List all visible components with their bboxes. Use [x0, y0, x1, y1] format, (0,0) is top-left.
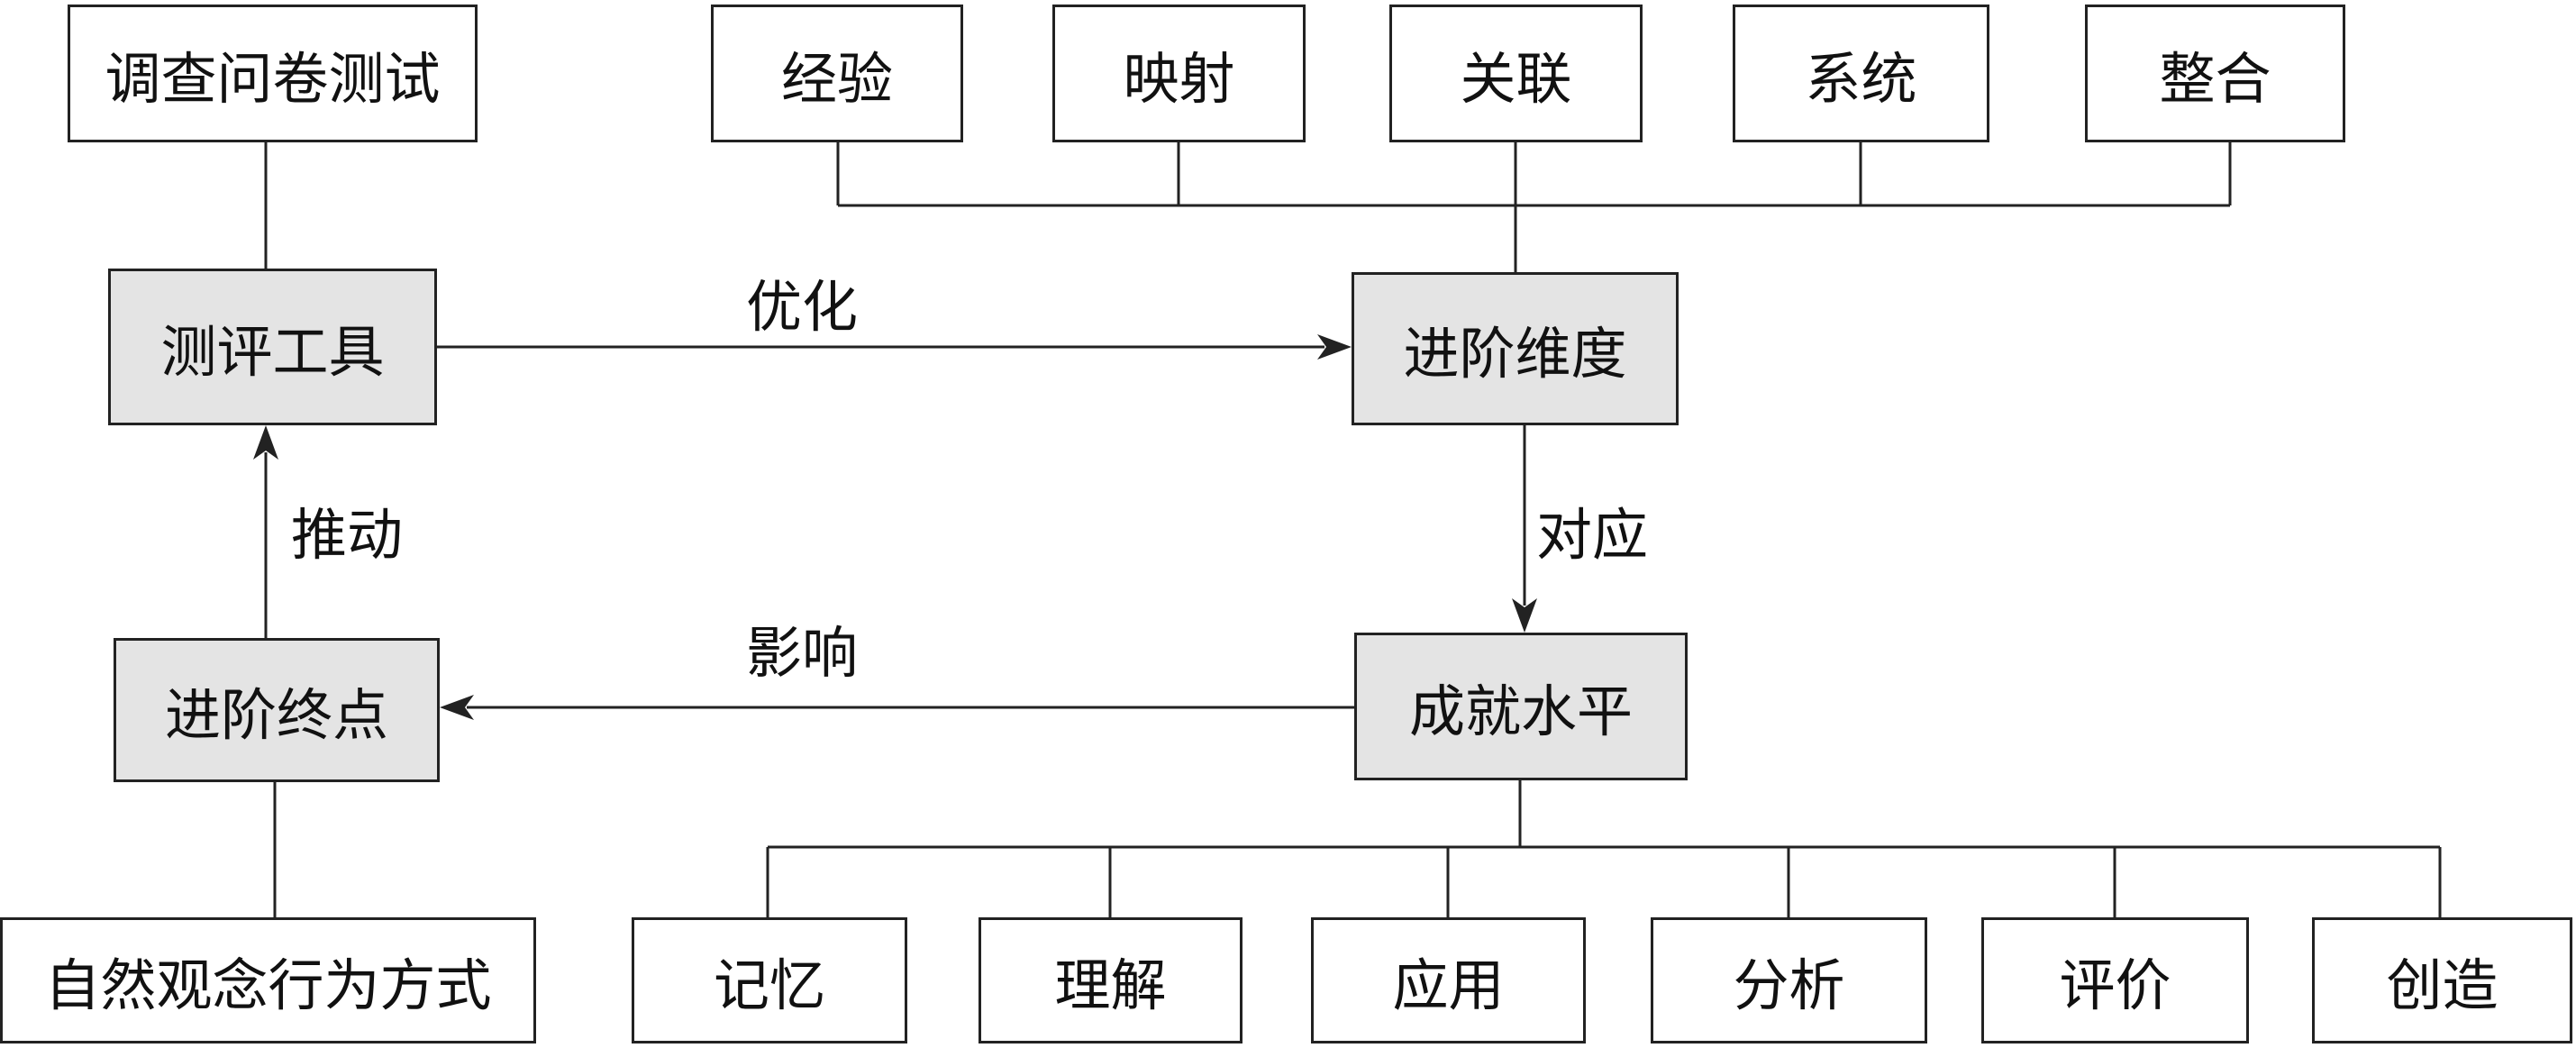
- survey-test-label: 调查问卷测试: [105, 45, 441, 112]
- progression-endpoint-label: 进阶终点: [164, 682, 388, 748]
- dimension-item-label: 映射: [1123, 45, 1235, 112]
- dimension-item-box: 映射: [1052, 5, 1306, 142]
- achievement-item-label: 评价: [2059, 952, 2171, 1018]
- achievement-item-label: 应用: [1392, 952, 1505, 1018]
- progression-dimension-box: 进阶维度: [1352, 272, 1679, 425]
- achievement-item-box: 理解: [979, 917, 1242, 1043]
- correspond-arrow-label: 对应: [1536, 502, 1649, 568]
- dimension-item-label: 系统: [1805, 45, 1917, 112]
- dimension-item-box: 系统: [1733, 5, 1989, 142]
- achievement-item-box: 记忆: [632, 917, 907, 1043]
- achievement-item-box: 分析: [1651, 917, 1927, 1043]
- arrow-influence-head: [440, 695, 474, 720]
- achievement-level-label: 成就水平: [1408, 679, 1633, 744]
- achievement-item-label: 理解: [1054, 952, 1167, 1018]
- dimension-item-label: 整合: [2159, 45, 2271, 112]
- natural-concepts-box: 自然观念行为方式: [0, 917, 536, 1043]
- arrow-drive-head: [253, 425, 278, 460]
- dimension-item-label: 关联: [1460, 45, 1572, 112]
- progression-endpoint-box: 进阶终点: [114, 638, 440, 782]
- achievement-item-label: 创造: [2386, 952, 2499, 1018]
- dimension-item-box: 关联: [1389, 5, 1643, 142]
- achievement-item-label: 分析: [1733, 952, 1845, 1018]
- arrow-correspond-head: [1512, 598, 1537, 633]
- assessment-tool-label: 测评工具: [160, 319, 385, 385]
- natural-concepts-label: 自然观念行为方式: [44, 952, 492, 1018]
- drive-arrow-label: 推动: [291, 502, 404, 568]
- progression-dimension-label: 进阶维度: [1403, 321, 1627, 387]
- assessment-tool-box: 测评工具: [108, 269, 437, 425]
- arrow-optimize-head: [1317, 334, 1352, 360]
- achievement-item-box: 创造: [2312, 917, 2572, 1043]
- optimize-arrow-label: 优化: [746, 274, 859, 340]
- achievement-item-box: 应用: [1311, 917, 1586, 1043]
- survey-test-box: 调查问卷测试: [68, 5, 478, 142]
- influence-arrow-label: 影响: [746, 620, 859, 686]
- dimension-item-box: 经验: [711, 5, 963, 142]
- achievement-item-box: 评价: [1981, 917, 2249, 1043]
- dimension-item-label: 经验: [780, 45, 893, 112]
- achievement-item-label: 记忆: [713, 952, 825, 1018]
- achievement-level-box: 成就水平: [1354, 633, 1688, 780]
- dimension-item-box: 整合: [2085, 5, 2345, 142]
